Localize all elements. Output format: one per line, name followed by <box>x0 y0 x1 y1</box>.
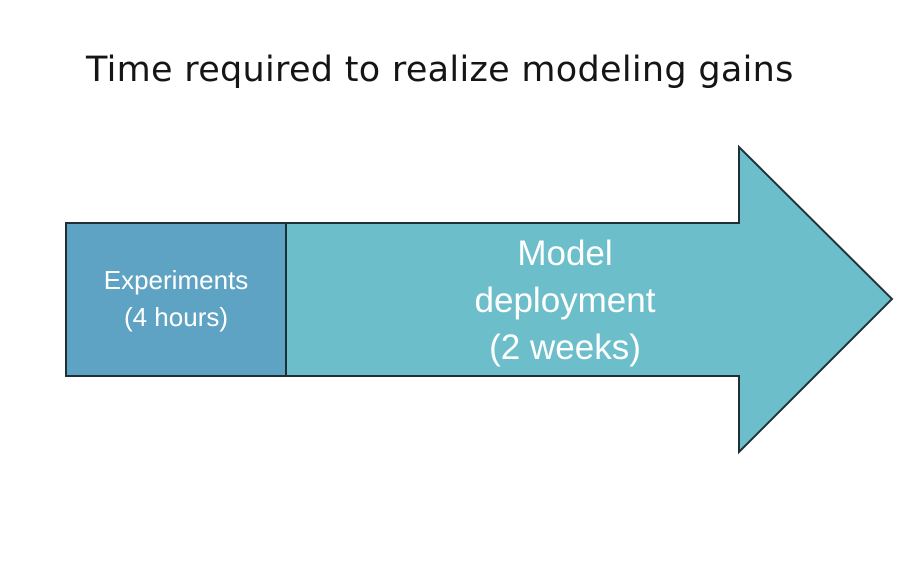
deployment-label-line1: Model <box>517 234 613 273</box>
deployment-label-line2: deployment <box>474 281 656 320</box>
experiments-label-line2: (4 hours) <box>123 302 229 332</box>
deployment-label-line3: (2 weeks) <box>489 328 641 367</box>
experiments-label-line1: Experiments <box>103 265 249 295</box>
deployment-arrow <box>285 144 894 455</box>
deployment-label: Model deployment (2 weeks) <box>420 230 710 371</box>
experiments-label: Experiments (4 hours) <box>66 262 286 336</box>
experiments-block <box>65 222 287 377</box>
slide-title: Time required to realize modeling gains <box>86 50 794 90</box>
